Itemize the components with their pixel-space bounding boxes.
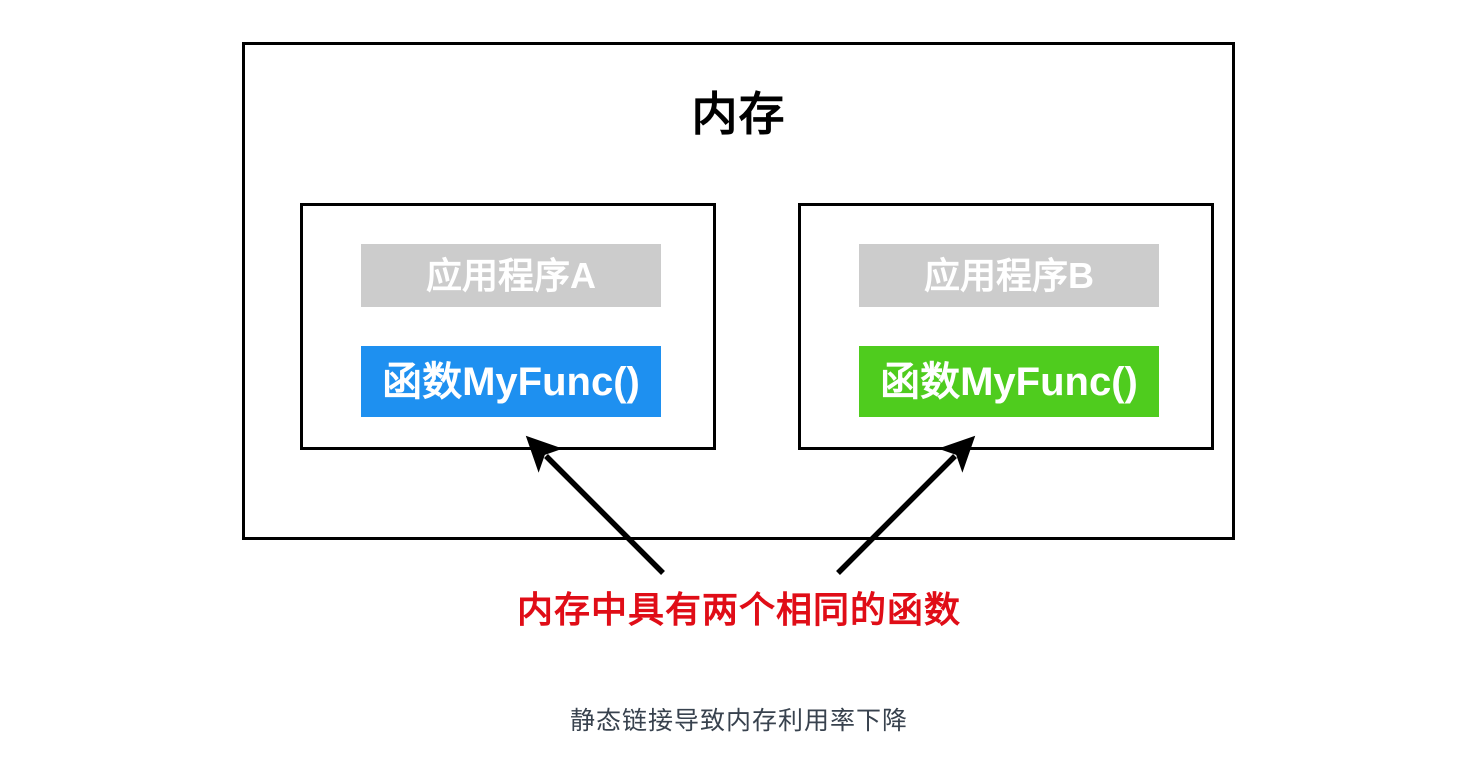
memory-container: 内存 应用程序A 函数MyFunc() 应用程序B 函数MyFunc() (242, 42, 1235, 540)
figure-caption: 静态链接导致内存利用率下降 (569, 707, 908, 735)
memory-title: 内存 (691, 88, 786, 140)
app-box-b: 应用程序B 函数MyFunc() (798, 203, 1214, 450)
app-b-function-label: 函数MyFunc() (880, 359, 1138, 404)
app-a-function-label: 函数MyFunc() (382, 359, 640, 404)
app-a-name-bar: 应用程序A (361, 244, 661, 307)
app-b-name-bar: 应用程序B (859, 244, 1159, 307)
app-a-name-label: 应用程序A (426, 254, 596, 296)
callout-text: 内存中具有两个相同的函数 (516, 589, 961, 630)
app-a-function-bar: 函数MyFunc() (361, 346, 661, 417)
app-box-a: 应用程序A 函数MyFunc() (300, 203, 716, 450)
app-b-name-label: 应用程序B (924, 254, 1094, 296)
app-b-function-bar: 函数MyFunc() (859, 346, 1159, 417)
